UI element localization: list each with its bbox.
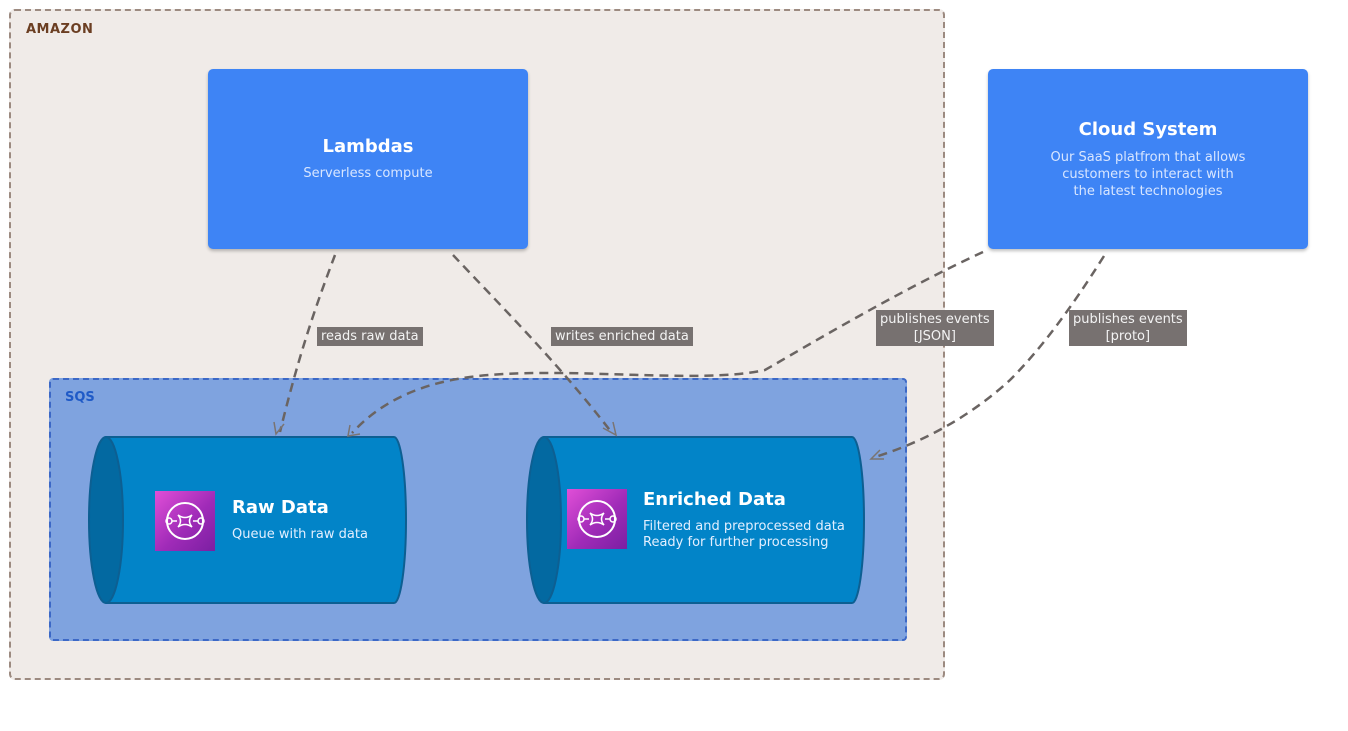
cloud-system[interactable]: Cloud System Our SaaS platfrom that allo… [988,69,1308,249]
edge-label-writes: writes enriched data [551,327,693,346]
arrowhead-reads [273,421,285,436]
edge-publishes-json[interactable] [351,250,984,434]
arrowhead-proto [869,449,884,460]
enriched-data-description: Filtered and preprocessed data Ready for… [643,519,845,550]
arrowhead-json [347,424,361,437]
enriched-data-title: Enriched Data [643,489,786,510]
edge-reads-raw-data[interactable] [278,254,337,433]
cloud-system-description: Our SaaS platfrom that allows customers … [1050,150,1246,199]
arrowhead-writes [602,421,618,437]
amazon-boundary-label: AMAZON [26,22,94,37]
sqs-queue-icon [155,491,215,551]
sqs-boundary-label: SQS [65,390,95,405]
lambdas-title: Lambdas [322,136,414,157]
enriched-data-queue-shape[interactable] [526,436,865,604]
edge-label-reads: reads raw data [317,327,423,346]
edge-label-proto: publishes events [proto] [1069,310,1187,346]
raw-data-title: Raw Data [232,497,329,518]
raw-data-description: Queue with raw data [232,527,368,542]
raw-data-text: Raw Data Queue with raw data [232,497,368,543]
cloud-system-title: Cloud System [1078,119,1218,140]
edge-label-json: publishes events [JSON] [876,310,994,346]
edge-writes-enriched-data[interactable] [452,254,613,434]
lambdas-description: Serverless compute [303,166,433,181]
lambdas-system[interactable]: Lambdas Serverless compute [208,69,528,249]
enriched-data-text: Enriched Data Filtered and preprocessed … [643,489,845,551]
sqs-queue-icon [567,489,627,549]
raw-data-queue-shape[interactable] [88,436,407,604]
edge-publishes-proto[interactable] [874,255,1106,459]
